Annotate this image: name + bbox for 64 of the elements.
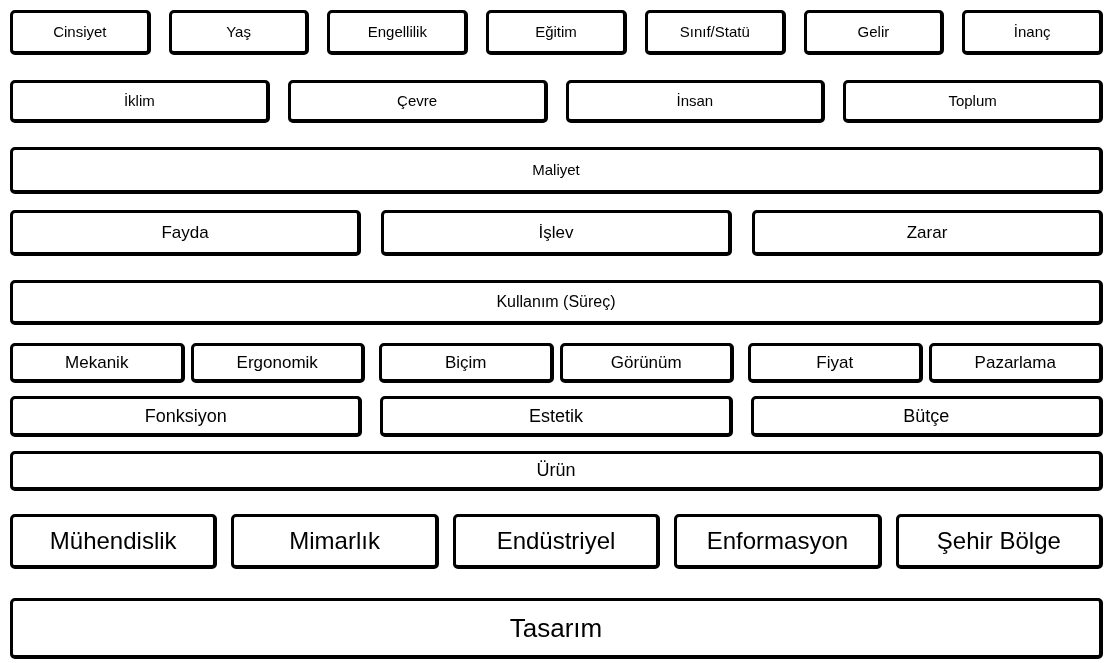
box-label: Ergonomik xyxy=(236,351,318,374)
box-label: Kullanım (Süreç) xyxy=(496,292,616,312)
label-box xyxy=(10,598,1103,659)
box-label: Tasarım xyxy=(509,611,603,645)
box-label: Çevre xyxy=(397,91,438,111)
box-label: Fayda xyxy=(161,221,209,244)
box-label: Eğitim xyxy=(535,22,577,42)
label-box xyxy=(168,10,310,55)
box-label: Estetik xyxy=(528,404,583,428)
box-label: Bütçe xyxy=(903,404,950,428)
label-box xyxy=(10,514,218,569)
box-label: İşlev xyxy=(538,221,574,244)
box-label: Ürün xyxy=(536,459,576,482)
label-box xyxy=(565,80,826,123)
box-label: Sınıf/Statü xyxy=(679,22,750,42)
label-box xyxy=(190,343,365,383)
label-box xyxy=(231,514,439,569)
box-label: Zarar xyxy=(906,221,948,244)
label-box xyxy=(10,451,1103,491)
label-box xyxy=(644,10,786,55)
label-box xyxy=(752,210,1103,256)
label-box xyxy=(486,10,627,55)
box-label: Enformasyon xyxy=(706,526,849,556)
label-box xyxy=(895,514,1104,569)
label-box xyxy=(452,514,661,569)
label-box xyxy=(750,396,1103,437)
box-label: Gelir xyxy=(857,22,890,42)
label-box xyxy=(559,343,734,383)
label-box xyxy=(10,147,1103,194)
box-label: Biçim xyxy=(444,351,487,374)
box-label: Mimarlık xyxy=(289,526,380,556)
box-label: Maliyet xyxy=(532,160,580,180)
label-box xyxy=(962,10,1104,55)
label-box xyxy=(10,80,270,123)
box-label: Toplum xyxy=(948,91,997,111)
box-label: Endüstriyel xyxy=(496,526,616,556)
label-box xyxy=(10,343,185,383)
box-label: Yaş xyxy=(226,22,251,42)
box-label: İnanç xyxy=(1013,22,1051,42)
box-label: Fiyat xyxy=(816,351,854,374)
box-label: Şehir Bölge xyxy=(936,526,1061,556)
label-box xyxy=(379,343,554,383)
box-label: Pazarlama xyxy=(974,351,1056,374)
box-label: Görünüm xyxy=(610,351,682,374)
label-box xyxy=(10,210,361,256)
box-label: Cinsiyet xyxy=(53,22,107,42)
label-box xyxy=(10,396,363,437)
box-label: Mühendislik xyxy=(49,526,177,556)
label-box xyxy=(381,210,732,256)
label-box xyxy=(380,396,733,437)
label-box xyxy=(287,80,548,123)
label-box xyxy=(928,343,1103,383)
label-box xyxy=(748,343,923,383)
label-box xyxy=(843,80,1103,123)
label-box xyxy=(674,514,882,569)
label-box xyxy=(327,10,469,55)
box-label: İklim xyxy=(123,91,155,111)
label-box xyxy=(803,10,945,55)
label-box xyxy=(10,280,1103,325)
box-label: Engellilik xyxy=(367,22,427,42)
box-label: Mekanik xyxy=(65,351,129,374)
box-label: İnsan xyxy=(676,91,714,111)
label-box xyxy=(10,10,151,55)
box-label: Fonksiyon xyxy=(144,404,227,428)
